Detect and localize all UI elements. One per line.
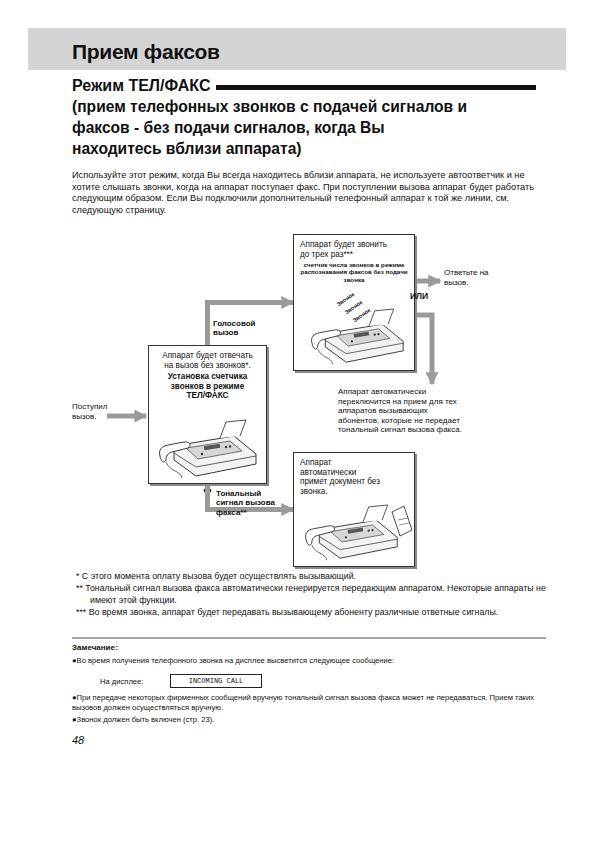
label-text: Ответьте на вызов. [444, 268, 506, 287]
flow-arrow [416, 315, 432, 384]
label-text: Замечание: [72, 643, 172, 652]
output-paper [392, 506, 412, 536]
edge-label: Тональный сигнал вызова факса** [216, 489, 288, 517]
process-box: Аппарат будет отвечать на вызов без звон… [148, 345, 267, 484]
node-text: Аппарат будет отвечать на вызов без звон… [159, 351, 257, 370]
process-box: Аппарат автоматически примет документ бе… [293, 452, 415, 567]
separator-line [72, 638, 546, 639]
label-text: Режим ТЕЛ/ФАКС [72, 77, 212, 95]
label-text: Используйте этот режим, когда Вы всегда … [72, 170, 550, 216]
label-text: ИЛИ [410, 291, 440, 301]
paper-lines [398, 518, 409, 525]
label-text: ●При передаче некоторых фирменных сообще… [72, 693, 542, 713]
node-text: счетчик числа звонков в режиме распознав… [300, 261, 408, 283]
node-text: Аппарат будет звонить до трех раз*** [300, 240, 398, 259]
node-text: Установка счетчика звонков в режиме ТЕЛ/… [162, 372, 254, 401]
section-bar [216, 85, 536, 90]
label-text: (прием телефонных звонков с подачей сигн… [72, 96, 472, 159]
label-text: ** Тональный сигнал вызова факса автомат… [76, 583, 560, 606]
label-text: ●Во время получения телефонного звонка н… [72, 656, 542, 666]
label-text: *** Во время звонка, аппарат будет перед… [76, 607, 560, 619]
fax-illustration [306, 505, 398, 560]
flow-arrow [107, 414, 146, 419]
label-text: На дисплее: [100, 677, 170, 687]
label-text: 48 [72, 734, 102, 746]
edge-label: Голосовой вызов [213, 319, 271, 338]
page-title: Прием факсов [72, 40, 220, 64]
label-text: Поступил вызов. [72, 402, 114, 421]
flow-connector [208, 303, 294, 346]
label-text: Аппарат автоматически переключится на пр… [338, 387, 464, 435]
header-band [28, 28, 566, 70]
process-box: Аппарат будет звонить до трех раз*** счет… [293, 234, 415, 371]
flow-arrow [416, 279, 440, 284]
node-text: Аппарат автоматически примет документ бе… [300, 458, 380, 496]
display-box: INCOMING CALL [170, 674, 262, 688]
label-text: ●Звонок должен быть включен (стр. 23). [72, 715, 542, 725]
label-text: * С этого момента оплату вызова будет ос… [76, 571, 560, 583]
fax-illustration [159, 420, 256, 478]
node-text: INCOMING CALL [189, 677, 244, 685]
